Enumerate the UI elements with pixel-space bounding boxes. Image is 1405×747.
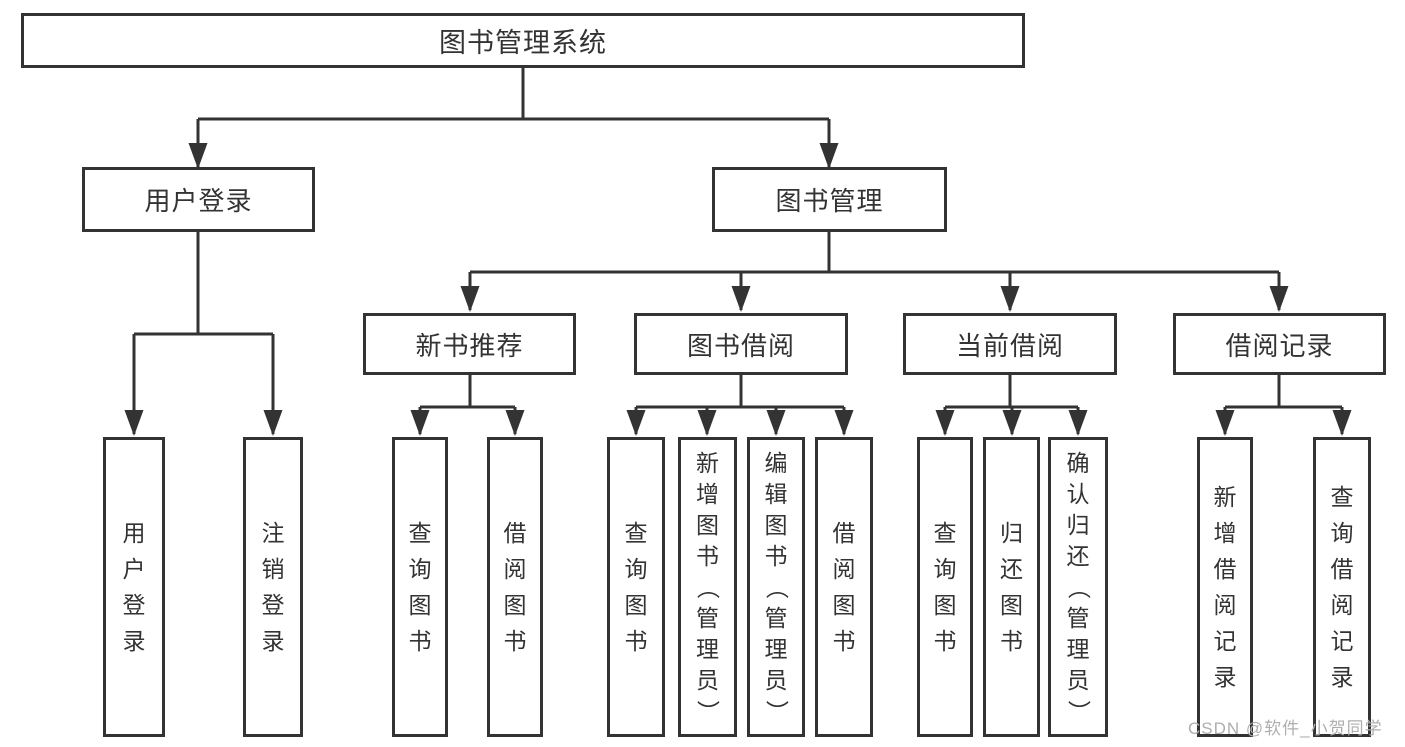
node-label: 新增借阅记录 [1213,484,1237,690]
csdn-watermark: CSDN @软件_小贺同学 [1188,719,1383,738]
arrowhead [505,410,525,436]
arrowhead [1002,410,1022,436]
node-label: 注销登录 [261,520,285,654]
node-new-book-recommend: 新书推荐 [363,313,576,375]
arrowhead [263,410,283,436]
arrowhead [124,410,144,436]
node-label: 新增图书（管理员） [695,449,721,723]
node-label: 图书借阅 [686,330,795,361]
node-label: 借阅记录 [1225,330,1334,361]
arrowhead [626,410,646,436]
connector-root-to-level2 [196,68,831,167]
node-label: 查询借阅记录 [1330,484,1354,690]
leaf-borrow-add-books-admin: 新增图书（管理员） [678,437,737,737]
leaf-logout: 注销登录 [243,437,303,737]
arrowhead [460,286,480,312]
arrowhead [410,410,430,436]
node-label: 查询图书 [933,520,957,654]
connector-recommend-to-leaves [418,375,517,434]
leaf-borrow-edit-books-admin: 编辑图书（管理员） [747,437,805,737]
node-borrow-records: 借阅记录 [1173,313,1386,375]
arrowhead [935,410,955,436]
node-book-management: 图书管理 [712,167,947,232]
node-book-borrow: 图书借阅 [634,313,848,375]
arrowhead [1215,410,1235,436]
arrowhead [1000,286,1020,312]
arrowhead [834,410,854,436]
node-label: 用户登录 [122,520,146,654]
node-label: 新书推荐 [415,330,524,361]
connector-borrow-to-leaves [634,375,846,434]
node-current-borrow: 当前借阅 [903,313,1117,375]
arrowhead [1332,410,1352,436]
leaf-records-add-record: 新增借阅记录 [1197,437,1253,737]
arrowhead [766,410,786,436]
connector-book-mgmt-to-level3 [468,232,1281,310]
node-user-login: 用户登录 [82,167,315,232]
node-label: 确认归还（管理员） [1065,449,1092,723]
leaf-borrow-query-books: 查询图书 [607,437,665,737]
node-label: 查询图书 [624,520,648,654]
node-label: 借阅图书 [832,520,856,654]
leaf-borrow-borrow-books: 借阅图书 [815,437,873,737]
arrowhead [731,286,751,312]
node-label: 查询图书 [408,520,432,654]
node-label: 图书管理 [775,186,884,216]
leaf-current-return-books: 归还图书 [983,437,1040,737]
leaf-recommend-borrow-books: 借阅图书 [487,437,543,737]
leaf-recommend-query-books: 查询图书 [392,437,448,737]
node-label: 编辑图书（管理员） [763,449,790,723]
leaf-user-login: 用户登录 [103,437,165,737]
node-label: 借阅图书 [503,520,527,654]
arrowhead [188,143,208,169]
arrowhead [819,143,839,169]
arrowheads [124,143,1352,436]
leaf-records-query-record: 查询借阅记录 [1313,437,1371,737]
node-label: 图书管理系统 [439,28,607,58]
connector-user-login-to-leaves [132,232,275,434]
arrowhead [1068,410,1088,436]
connector-paths [132,68,1344,434]
node-label: 当前借阅 [955,330,1064,361]
connector-records-to-leaves [1223,375,1344,434]
arrowhead [697,410,717,436]
node-label: 用户登录 [144,186,253,216]
leaf-current-confirm-return-admin: 确认归还（管理员） [1048,437,1108,737]
arrowhead [1269,286,1289,312]
node-label: 归还图书 [1000,520,1023,654]
node-root-library-system: 图书管理系统 [21,13,1025,68]
leaf-current-query-books: 查询图书 [917,437,973,737]
